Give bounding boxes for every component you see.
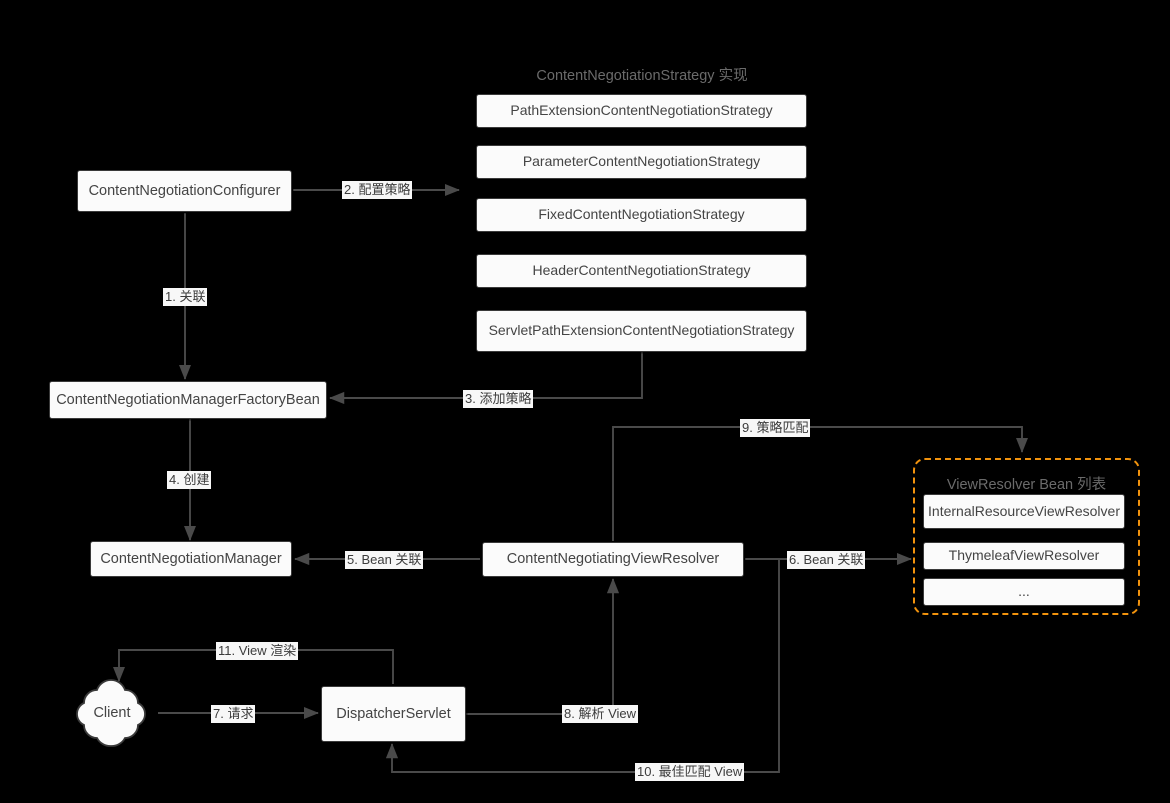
strategy-item-header[interactable]: HeaderContentNegotiationStrategy bbox=[476, 254, 807, 288]
viewresolver-item-more[interactable]: ... bbox=[923, 578, 1125, 606]
edge-label-9: 9. 策略匹配 bbox=[740, 419, 811, 438]
strategy-item-parameter[interactable]: ParameterContentNegotiationStrategy bbox=[476, 145, 807, 179]
edge-label-3: 3. 添加策略 bbox=[463, 390, 534, 409]
viewresolver-bean-group bbox=[913, 458, 1140, 615]
edge-label-4: 4. 创建 bbox=[167, 471, 212, 490]
strategy-group-title: ContentNegotiationStrategy 实现 bbox=[536, 68, 748, 84]
edge-label-2: 2. 配置策略 bbox=[342, 181, 413, 200]
edge-8-path bbox=[466, 578, 620, 715]
strategy-item-servlet-path-extension[interactable]: ServletPathExtensionContentNegotiationSt… bbox=[476, 310, 807, 352]
edge-10-path bbox=[385, 577, 780, 773]
viewresolver-item-thymeleaf[interactable]: ThymeleafViewResolver bbox=[923, 542, 1125, 570]
edge-label-5: 5. Bean 关联 bbox=[345, 551, 424, 570]
strategy-item-fixed[interactable]: FixedContentNegotiationStrategy bbox=[476, 198, 807, 232]
edge-label-1: 1. 关联 bbox=[163, 288, 208, 307]
edge-label-11: 11. View 渲染 bbox=[216, 642, 299, 661]
edge-label-6: 6. Bean 关联 bbox=[787, 551, 866, 570]
viewresolver-group-title: ViewResolver Bean 列表 bbox=[946, 477, 1107, 493]
node-content-negotiating-view-resolver[interactable]: ContentNegotiatingViewResolver bbox=[482, 542, 744, 577]
node-content-negotiation-manager[interactable]: ContentNegotiationManager bbox=[90, 541, 292, 577]
strategy-item-path-extension[interactable]: PathExtensionContentNegotiationStrategy bbox=[476, 94, 807, 128]
node-content-negotiation-manager-factory-bean[interactable]: ContentNegotiationManagerFactoryBean bbox=[49, 381, 327, 419]
edge-label-10: 10. 最佳匹配 View bbox=[635, 763, 745, 782]
viewresolver-item-internal-resource[interactable]: InternalResourceViewResolver bbox=[923, 494, 1125, 529]
edge-label-8: 8. 解析 View bbox=[562, 705, 639, 724]
node-client-label: Client bbox=[93, 705, 131, 721]
edge-label-7: 7. 请求 bbox=[211, 705, 256, 724]
node-content-negotiation-configurer[interactable]: ContentNegotiationConfigurer bbox=[77, 170, 292, 212]
edge-3-path bbox=[329, 344, 643, 405]
edge-9-path bbox=[612, 426, 1029, 541]
cloud-icon[interactable] bbox=[62, 673, 162, 755]
node-dispatcher-servlet[interactable]: DispatcherServlet bbox=[321, 686, 466, 742]
